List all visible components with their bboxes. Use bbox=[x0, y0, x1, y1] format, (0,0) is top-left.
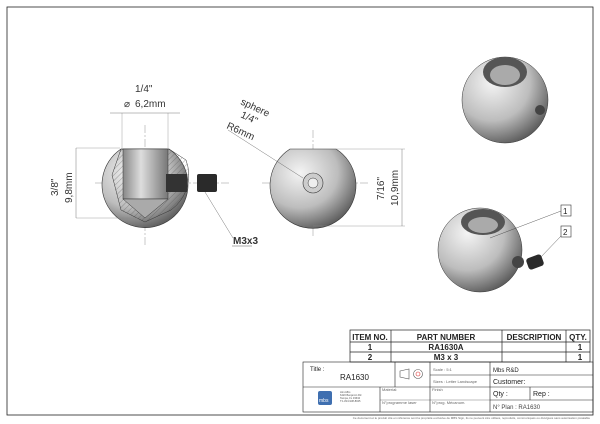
customer-label: Customer: bbox=[493, 379, 525, 386]
bom-header-part: PART NUMBER bbox=[417, 333, 476, 342]
bore-metric-dim: 6,2mm bbox=[135, 99, 166, 110]
finish-label: Finish bbox=[432, 387, 443, 392]
plan-number: N° Plan : RA1630 bbox=[493, 405, 541, 411]
projection-symbol bbox=[399, 368, 423, 380]
logo-text: mbs bbox=[319, 398, 329, 404]
sheet-size: Sizes : Letter Landscape bbox=[433, 379, 478, 384]
set-screw bbox=[197, 174, 217, 192]
front-view: sphere 1/4" R6mm 7/16" 10,9mm bbox=[225, 97, 405, 238]
address-line: 6420 Benjamin Rd bbox=[340, 393, 362, 397]
scale: Scale : 5:1 bbox=[433, 367, 453, 372]
balloon-2 bbox=[560, 225, 572, 238]
bom-row-2-item: 2 bbox=[368, 353, 373, 362]
balloon-label: 1 bbox=[563, 207, 568, 216]
sheet-border bbox=[6, 6, 594, 416]
bom-header-qty: QTY. bbox=[569, 333, 587, 342]
bom-table bbox=[349, 329, 591, 363]
rep-label: Rep : bbox=[533, 391, 550, 398]
laser-program-label: N°programme laser bbox=[382, 400, 417, 405]
material-label: Material: bbox=[382, 387, 397, 392]
bom-row-1-part: RA1630A bbox=[428, 343, 463, 352]
bom-row-2-qty: 1 bbox=[578, 353, 583, 362]
company-logo: mbs bbox=[318, 391, 332, 405]
mech-program-label: N°prog. Mécanum. bbox=[432, 400, 465, 405]
address-line: Him-Mbs bbox=[340, 390, 351, 394]
height-imperial-dim: 3/8" bbox=[50, 178, 61, 196]
height-metric-dim: 9,8mm bbox=[64, 172, 75, 203]
address-line: T:1-813-938-8025 bbox=[340, 399, 361, 403]
section-view: M3x3 1/4" ⌀ 6,2mm 3/8" 9,8mm bbox=[50, 84, 258, 247]
balloon-1 bbox=[560, 204, 572, 217]
bom-header-description: DESCRIPTION bbox=[507, 333, 562, 342]
bom-row-1-item: 1 bbox=[368, 343, 373, 352]
drawing-title: RA1630 bbox=[340, 373, 369, 382]
bore-imperial-dim: 1/4" bbox=[135, 84, 153, 95]
bom-header-item: ITEM NO. bbox=[352, 333, 388, 342]
footer-disclaimer: Ce document et le produit cité en référe… bbox=[353, 416, 591, 420]
height-imperial-dim: 7/16" bbox=[376, 177, 387, 200]
iso-view-top bbox=[461, 56, 549, 144]
title-label: Title : bbox=[310, 367, 325, 373]
iso-view-assembly: 1 2 bbox=[437, 204, 572, 293]
title-block bbox=[302, 361, 594, 413]
diameter-symbol: ⌀ bbox=[124, 99, 130, 110]
height-metric-dim: 10,9mm bbox=[390, 170, 401, 206]
bom-row-2-part: M3 x 3 bbox=[434, 353, 459, 362]
bom-row-1-qty: 1 bbox=[578, 343, 583, 352]
balloon-label: 2 bbox=[563, 228, 568, 237]
qty-label: Qty : bbox=[493, 391, 508, 398]
company: Mbs R&D bbox=[493, 368, 519, 374]
address-line: Tampa, FL 33634 bbox=[340, 396, 361, 400]
screw-callout: M3x3 bbox=[233, 236, 258, 247]
